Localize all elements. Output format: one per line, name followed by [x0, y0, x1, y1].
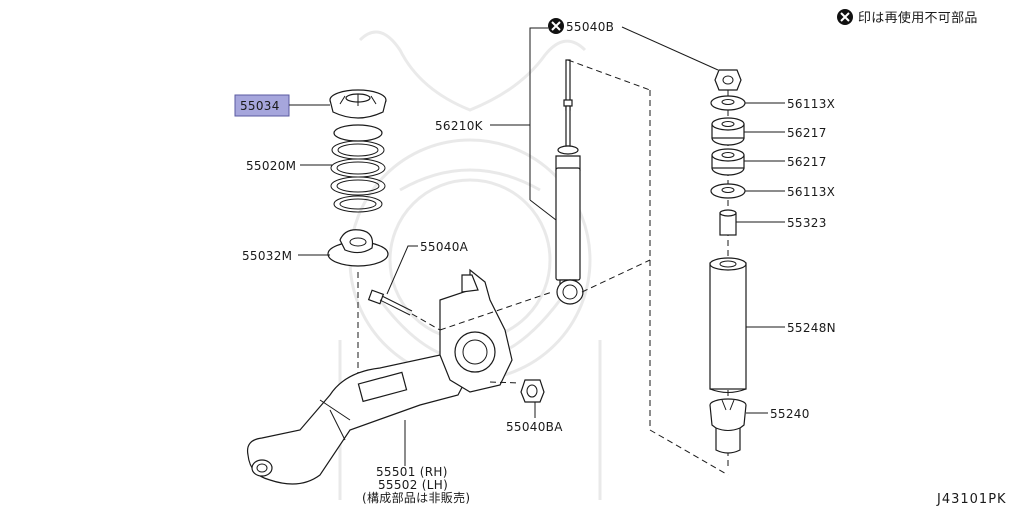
callout-56113x-bottom[interactable]: 56113X	[787, 185, 835, 199]
callout-56217-bottom[interactable]: 56217	[787, 155, 827, 169]
callout-55020m[interactable]: 55020M	[246, 159, 296, 173]
non-sale-note: (構成部品は非販売)	[362, 490, 470, 505]
spring-lower-seat-part[interactable]	[327, 229, 389, 267]
bushing-56217-bottom-part[interactable]	[711, 148, 745, 176]
callout-55240[interactable]: 55240	[770, 407, 810, 421]
washer-56113x-bottom-part[interactable]	[710, 183, 746, 199]
callout-55040ba[interactable]: 55040BA	[506, 420, 563, 434]
spring-upper-seat-part[interactable]	[329, 89, 387, 119]
callout-55502[interactable]: 55502 (LH)	[378, 478, 448, 492]
callout-55323[interactable]: 55323	[787, 216, 827, 230]
callout-56217-top[interactable]: 56217	[787, 126, 827, 140]
nut-55040ba-part[interactable]	[520, 379, 545, 403]
legend-text: 印は再使用不可部品	[858, 10, 978, 26]
callout-55040a[interactable]: 55040A	[420, 240, 469, 254]
coil-spring-part[interactable]	[330, 124, 386, 213]
callout-55032m[interactable]: 55032M	[242, 249, 292, 263]
callout-55040b[interactable]: 55040B	[566, 20, 614, 34]
non-reusable-marker-icon	[548, 18, 564, 34]
bolt-55040a-part[interactable]	[367, 289, 413, 316]
callout-55034[interactable]: 55034	[240, 99, 280, 113]
callout-56113x-top[interactable]: 56113X	[787, 97, 835, 111]
non-reusable-legend: 印は再使用不可部品	[837, 9, 978, 26]
dust-cover-55248n-part[interactable]	[709, 257, 747, 393]
nut-55040b-part[interactable]	[714, 69, 742, 91]
sleeve-55323-part[interactable]	[719, 209, 737, 236]
rear-suspension-arm-part[interactable]	[246, 268, 513, 485]
shock-absorber-part[interactable]	[555, 59, 584, 305]
callout-56210k[interactable]: 56210K	[435, 119, 484, 133]
legend-marker-icon	[837, 9, 853, 25]
bump-stop-55240-part[interactable]	[709, 398, 747, 454]
callout-55248n[interactable]: 55248N	[787, 321, 836, 335]
diagram-code: J43101PK	[936, 492, 1007, 507]
bushing-56217-top-part[interactable]	[711, 117, 745, 146]
callout-55501[interactable]: 55501 (RH)	[376, 465, 448, 479]
washer-56113x-top-part[interactable]	[710, 95, 746, 111]
